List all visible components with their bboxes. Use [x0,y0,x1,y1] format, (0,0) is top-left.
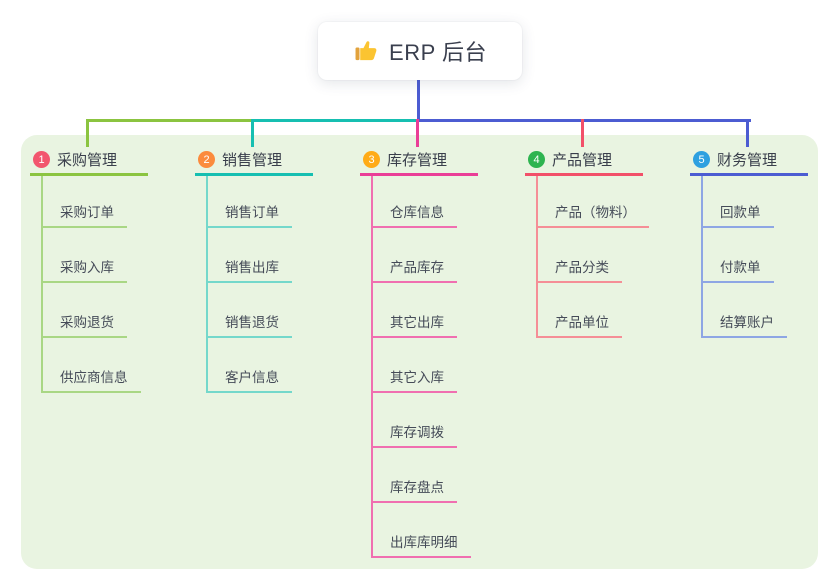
child-label: 销售订单 [225,205,279,220]
child-node[interactable]: 库存调拨 [373,393,457,448]
child-label: 库存盘点 [390,480,444,495]
child-label: 销售退货 [225,315,279,330]
branch-label: 产品管理 [552,152,613,169]
child-node[interactable]: 结算账户 [703,283,787,338]
branch-connector-line [745,119,749,147]
child-node[interactable]: 库存盘点 [373,448,457,503]
child-node[interactable]: 付款单 [703,228,774,283]
child-node[interactable]: 仓库信息 [373,176,457,228]
child-node[interactable]: 销售退货 [208,283,292,338]
child-node[interactable]: 销售出库 [208,228,292,283]
child-label: 产品库存 [390,260,444,275]
child-label: 仓库信息 [390,205,444,220]
child-node[interactable]: 其它入库 [373,338,457,393]
child-node[interactable]: 产品分类 [538,228,622,283]
child-label: 回款单 [720,205,761,220]
child-node[interactable]: 产品（物料） [538,176,649,228]
thumbs-up-icon [355,41,377,61]
child-node[interactable]: 采购订单 [43,176,127,228]
child-node[interactable]: 产品单位 [538,283,622,338]
branch-connector-line [580,119,584,147]
child-node[interactable]: 采购退货 [43,283,127,338]
root-title: ERP 后台 [389,40,487,65]
branch-connector-line [415,119,419,147]
branch-children: 产品（物料） 产品分类产品单位 [536,176,755,338]
child-label: 产品分类 [555,260,609,275]
branch-header[interactable]: 2 销售管理 [195,146,313,176]
branch-label: 库存管理 [387,152,448,169]
child-node[interactable]: 客户信息 [208,338,292,393]
branch-connector-line [250,119,254,147]
branch: 2 销售管理 销售订单销售出库销售退货客户信息 [195,146,425,393]
branch-label: 采购管理 [57,152,118,169]
root-node[interactable]: ERP 后台 [318,22,522,80]
bus-line-purchase [86,119,254,122]
branch-children: 仓库信息产品库存其它出库其它入库库存调拨库存盘点出库库明细 [371,176,590,558]
branch-label: 销售管理 [222,152,283,169]
child-label: 销售出库 [225,260,279,275]
branch-header[interactable]: 3 库存管理 [360,146,478,176]
branch: 5 财务管理 回款单付款单结算账户 [690,146,839,338]
bus-line-sales [252,119,420,122]
root-connector-line [417,80,420,122]
child-label: 产品单位 [555,315,609,330]
branch-children: 销售订单销售出库销售退货客户信息 [206,176,425,393]
branch-header[interactable]: 1 采购管理 [30,146,148,176]
child-label: 结算账户 [720,315,774,330]
child-label: 采购入库 [60,260,114,275]
branch-header[interactable]: 5 财务管理 [690,146,808,176]
branch-connector-line [85,119,89,147]
branch: 1 采购管理 采购订单采购入库采购退货供应商信息 [30,146,260,393]
child-label: 库存调拨 [390,425,444,440]
branch-children: 回款单付款单结算账户 [701,176,839,338]
branch-badge: 5 [693,151,710,168]
bus-line-finance [418,119,751,122]
branch: 4 产品管理 产品（物料） 产品分类产品单位 [525,146,755,338]
branch-label: 财务管理 [717,152,778,169]
child-label: 付款单 [720,260,761,275]
child-node[interactable]: 采购入库 [43,228,127,283]
branches-background-panel [21,135,818,569]
child-label: 采购退货 [60,315,114,330]
child-label: 其它入库 [390,370,444,385]
branch-badge: 4 [528,151,545,168]
child-label: 出库库明细 [390,535,458,550]
branch: 3 库存管理 仓库信息产品库存其它出库其它入库库存调拨库存盘点出库库明细 [360,146,590,558]
child-node[interactable]: 出库库明细 [373,503,471,558]
child-node[interactable]: 供应商信息 [43,338,141,393]
child-node[interactable]: 回款单 [703,176,774,228]
branch-badge: 1 [33,151,50,168]
child-label: 产品（物料） [555,205,636,220]
branch-children: 采购订单采购入库采购退货供应商信息 [41,176,260,393]
child-node[interactable]: 产品库存 [373,228,457,283]
branch-badge: 2 [198,151,215,168]
branch-header[interactable]: 4 产品管理 [525,146,643,176]
child-label: 其它出库 [390,315,444,330]
branch-badge: 3 [363,151,380,168]
child-label: 采购订单 [60,205,114,220]
child-label: 供应商信息 [60,370,128,385]
child-node[interactable]: 其它出库 [373,283,457,338]
child-node[interactable]: 销售订单 [208,176,292,228]
child-label: 客户信息 [225,370,279,385]
